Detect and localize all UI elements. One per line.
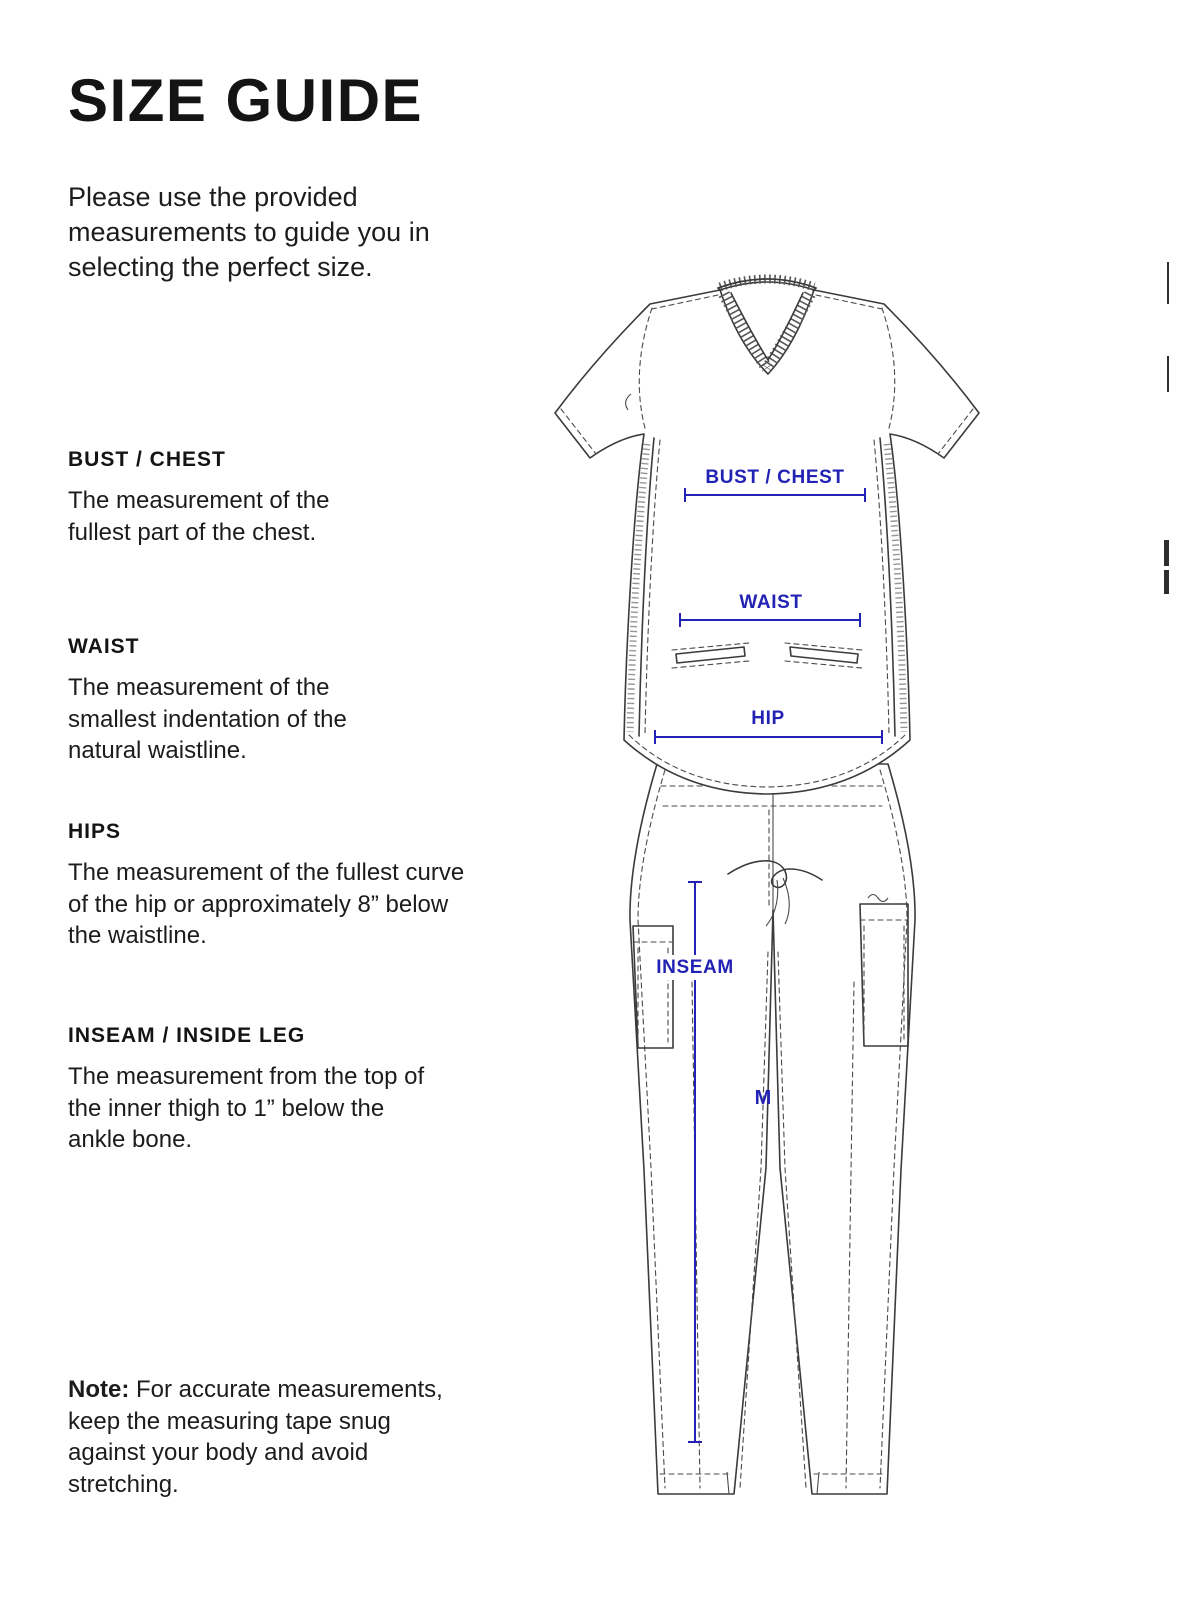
section-inseam-heading: INSEAM / INSIDE LEG [68,1024,306,1047]
bust-measure-label: BUST / CHEST [705,467,844,488]
v-neck-collar [717,274,817,372]
scrub-pants-drawing [629,763,916,1495]
measurement-note: Note: For accurate measurements, keep th… [68,1374,446,1501]
inseam-measure-label: INSEAM [656,957,734,978]
hip-measure: HIP [654,708,883,744]
right-welt-pocket [784,642,863,669]
section-hips: HIPS The measurement of the fullest curv… [68,820,480,952]
section-inseam-body: The measurement from the top of the inne… [68,1063,425,1154]
bust-measure: BUST / CHEST [684,467,866,502]
section-waist: WAIST The measurement of the smallest in… [68,635,408,767]
size-marker-label: M [755,1087,772,1109]
hip-measure-label: HIP [751,708,784,729]
edge-mark [1164,540,1169,566]
left-welt-pocket [671,642,750,669]
edge-mark [1167,356,1169,392]
inseam-measure: INSEAM [650,881,740,1443]
waist-measure-label: WAIST [739,592,802,613]
section-waist-body: The measurement of the smallest indentat… [68,674,347,765]
section-inseam: INSEAM / INSIDE LEG The measurement from… [68,1024,440,1156]
measurement-overlays: BUST / CHEST WAIST HIP [650,467,883,1443]
section-bust-body: The measurement of the fullest part of t… [68,487,330,546]
section-bust-chest: BUST / CHEST The measurement of the full… [68,448,368,548]
section-hips-heading: HIPS [68,820,122,843]
garment-diagram: BUST / CHEST WAIST HIP [530,262,1000,1552]
note-label: Note: [68,1376,130,1403]
edge-mark [1164,570,1169,594]
section-waist-heading: WAIST [68,635,140,658]
waist-measure: WAIST [679,592,861,627]
page-title: SIZE GUIDE [68,67,424,134]
note-body: For accurate measurements, keep the meas… [68,1376,443,1499]
left-cargo-pocket [632,925,674,1049]
intro-text: Please use the provided measurements to … [68,182,430,283]
right-cargo-pocket [859,893,909,1047]
edge-mark [1167,262,1169,304]
section-hips-body: The measurement of the fullest curve of … [68,859,465,950]
section-bust-heading: BUST / CHEST [68,448,226,471]
inseam-label-backing [650,955,740,980]
drawstring [727,860,823,927]
scrubs-technical-sketch: BUST / CHEST WAIST HIP [554,274,980,1495]
scrub-top-drawing [554,274,980,795]
